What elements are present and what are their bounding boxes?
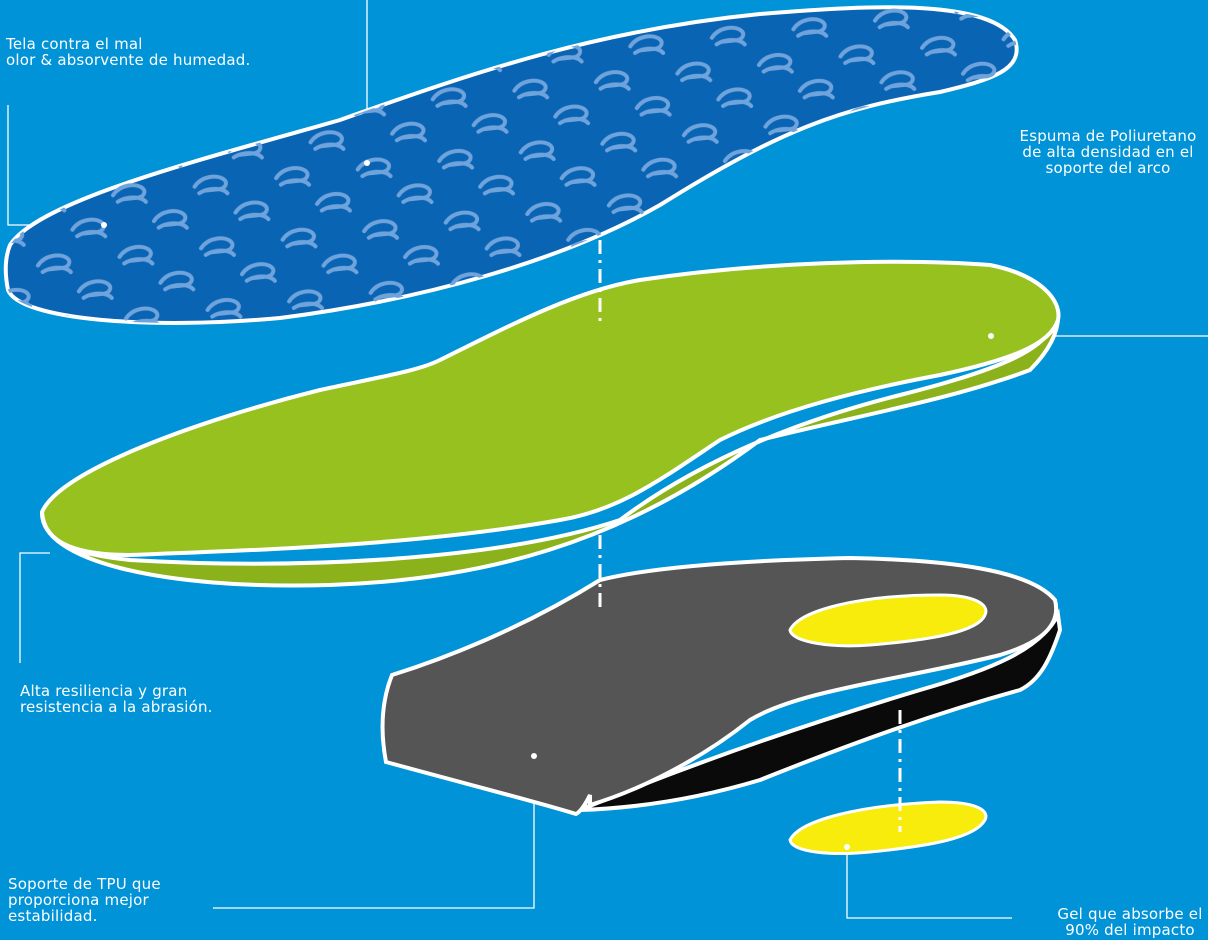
label-resilience: Alta resiliencia y gran resistencia a la… (20, 683, 213, 715)
label-fabric: Tela contra el mal olor & absorvente de … (6, 36, 250, 68)
gel-pad (790, 802, 986, 854)
label-foam: Espuma de Poliuretano de alta densidad e… (988, 128, 1208, 176)
leader-gel (847, 847, 1012, 918)
label-tpu: Soporte de TPU que proporciona mejor est… (8, 876, 161, 924)
leader-resilience (20, 553, 50, 663)
tpu-layer (383, 558, 1060, 814)
label-gel: Gel que absorbe el 90% del impacto (1030, 906, 1208, 938)
